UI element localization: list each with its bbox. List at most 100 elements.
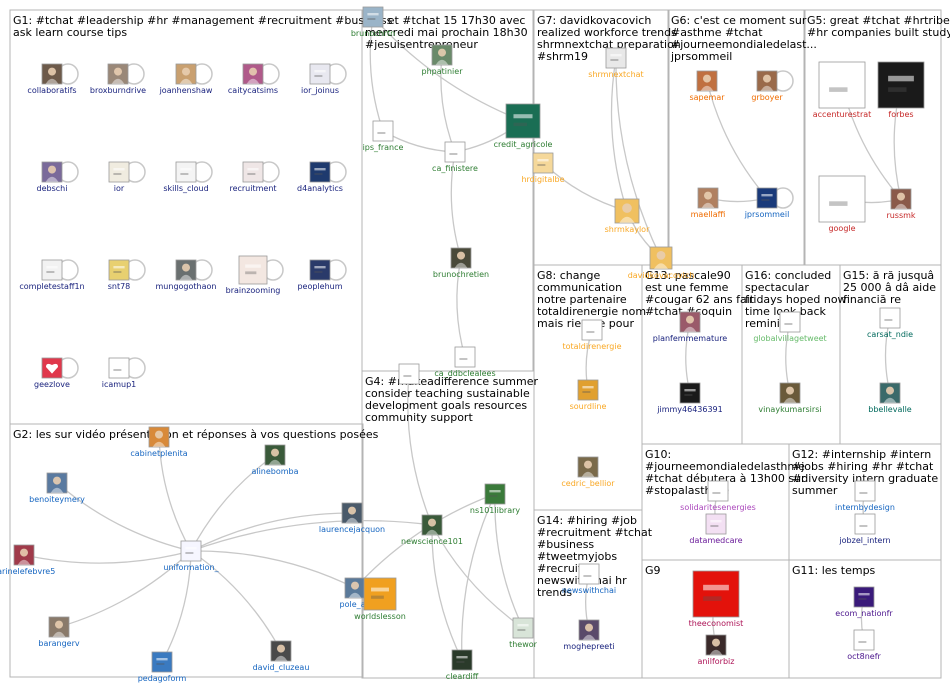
group-title-line: G6: c'est ce moment sur bbox=[671, 14, 807, 27]
node-theeconomist[interactable]: theeconomist bbox=[689, 570, 744, 628]
node-davidkovacovich[interactable]: davidkovacovich bbox=[628, 246, 695, 280]
node-datamedcare[interactable]: datamedcare bbox=[689, 513, 743, 545]
node-label: globalvillagetweet bbox=[753, 334, 826, 343]
node-ecom_nationfr[interactable]: ecom_nationfr bbox=[835, 586, 893, 618]
node-internbydesign[interactable]: internbydesign bbox=[835, 480, 895, 512]
node-skills_cloud[interactable]: skills_cloud bbox=[163, 161, 209, 193]
node-label: peoplehum bbox=[297, 282, 342, 291]
node-worldslesson[interactable]: worldslesson bbox=[354, 577, 406, 621]
node-bbellevalle[interactable]: bbellevalle bbox=[868, 382, 912, 414]
node-forbes[interactable]: forbes bbox=[877, 61, 925, 119]
edge-globalvillagetweet-vinaykumarsirsi bbox=[785, 321, 791, 394]
node-accenturestrat[interactable]: accenturestrat bbox=[813, 61, 872, 119]
edge-ca_finistere-brunochretien bbox=[450, 151, 462, 259]
node-label: davidkovacovich bbox=[628, 271, 695, 280]
node-ips_france[interactable]: ips_france bbox=[363, 120, 404, 152]
group-title-line: #tchat #coquin bbox=[645, 305, 732, 318]
node-label: d4analytics bbox=[297, 184, 343, 193]
node-label: newswithchai bbox=[562, 586, 616, 595]
node-icamup1[interactable]: icamup1 bbox=[102, 357, 137, 389]
group-title-line: notre partenaire bbox=[537, 293, 627, 306]
node-jobzel_intern[interactable]: jobzel_intern bbox=[838, 513, 891, 545]
node-moghepreeti[interactable]: moghepreeti bbox=[563, 619, 615, 651]
node-completestaff1n[interactable]: completestaff1n bbox=[19, 259, 85, 291]
node-label: debschi bbox=[37, 184, 68, 193]
node-pedagoform[interactable]: pedagoform bbox=[138, 651, 187, 683]
node-jimmy46436391[interactable]: jimmy46436391 bbox=[656, 382, 723, 414]
node-maellaffi[interactable]: maellaffi bbox=[691, 187, 726, 219]
node-credit_agricole[interactable]: credit_agricole bbox=[494, 103, 553, 149]
node-label: forbes bbox=[888, 110, 913, 119]
node-label: datamedcare bbox=[689, 536, 742, 545]
node-peoplehum[interactable]: peoplehum bbox=[297, 259, 343, 291]
group-title-line: jprsommeil bbox=[670, 50, 732, 63]
node-brunochretien[interactable]: brunochretien bbox=[433, 247, 489, 279]
node-cm_ddbclealees[interactable]: ca_ddbclealees bbox=[434, 346, 496, 378]
node-label: carinelefebvre5 bbox=[0, 567, 55, 576]
node-label: theeconomist bbox=[689, 619, 744, 628]
node-grboyer[interactable]: grboyer bbox=[751, 70, 783, 102]
node-laurencejacquon[interactable]: laurencejacquon bbox=[319, 502, 385, 534]
node-ns101library[interactable]: ns101library bbox=[470, 483, 521, 515]
edge-carinelefebvre5-uniformation_ bbox=[23, 550, 192, 564]
node-sourdline[interactable]: sourdline bbox=[570, 379, 607, 411]
node-uniformation_[interactable]: uniformation_ bbox=[163, 540, 220, 572]
node-planfemmemature[interactable]: planfemmemature bbox=[653, 311, 728, 343]
node-recruitment[interactable]: recruitment bbox=[229, 161, 277, 193]
person-avatar-icon bbox=[341, 502, 363, 524]
node-snt78[interactable]: snt78 bbox=[108, 259, 131, 291]
node-totaldirenergie[interactable]: totaldirenergie bbox=[563, 319, 622, 351]
node-ca_finistere[interactable]: ca_finistere bbox=[432, 141, 478, 173]
node-cabinetplenita[interactable]: cabinetplenita bbox=[130, 426, 188, 458]
node-globalvillagetweet[interactable]: globalvillagetweet bbox=[753, 311, 827, 343]
node-russmk[interactable]: russmk bbox=[886, 188, 916, 220]
node-solidaritesenergies[interactable]: solidaritesenergies bbox=[680, 480, 756, 512]
node-david_cluzeau[interactable]: david_cluzeau bbox=[253, 640, 310, 672]
group-box-g5 bbox=[803, 9, 942, 266]
node-shrmnextchat[interactable]: shrmnextchat bbox=[588, 47, 644, 79]
node-label: ips_france bbox=[363, 143, 404, 152]
node-cedric_bellior[interactable]: cedric_bellior bbox=[561, 456, 615, 488]
node-barangerv[interactable]: barangerv bbox=[38, 616, 80, 648]
node-sdg_logo[interactable] bbox=[398, 363, 420, 385]
node-google[interactable]: google bbox=[818, 175, 866, 233]
node-cleardiff[interactable]: cleardiff bbox=[446, 649, 479, 681]
node-newswithchai[interactable]: newswithchai bbox=[562, 563, 616, 595]
node-broxburndrive[interactable]: broxburndrive bbox=[90, 63, 146, 95]
node-geezlove[interactable]: geezlove bbox=[34, 357, 70, 389]
logo-icon bbox=[372, 120, 394, 142]
node-alinebomba[interactable]: alinebomba bbox=[251, 444, 299, 476]
node-joanhenshaw[interactable]: joanhenshaw bbox=[159, 63, 213, 95]
node-jprsommeil[interactable]: jprsommeil bbox=[744, 187, 790, 219]
node-anilforbiz[interactable]: anilforbiz bbox=[698, 634, 735, 666]
node-carsat_ndie[interactable]: carsat_ndie bbox=[867, 307, 913, 339]
edge-benoiteymery-uniformation_ bbox=[56, 482, 192, 552]
node-sapemar[interactable]: sapemar bbox=[689, 70, 725, 102]
node-brainzooming[interactable]: brainzooming bbox=[226, 255, 281, 295]
logo-icon bbox=[578, 563, 600, 585]
node-hrdigitalbe[interactable]: hrdigitalbe bbox=[521, 152, 565, 184]
person-avatar-icon bbox=[649, 246, 673, 270]
node-debschi[interactable]: debschi bbox=[37, 161, 68, 193]
node-benoiteymery[interactable]: benoiteymery bbox=[29, 472, 85, 504]
node-phpatinier[interactable]: phpatinier bbox=[422, 44, 464, 76]
logo-icon bbox=[242, 161, 264, 183]
node-carinelefebvre5[interactable]: carinelefebvre5 bbox=[0, 544, 55, 576]
node-label: geezlove bbox=[34, 380, 70, 389]
node-thewor[interactable]: thewor bbox=[509, 617, 538, 649]
group-title-line: ask learn course tips bbox=[13, 26, 127, 39]
node-collaboratifs[interactable]: collaboratifs bbox=[27, 63, 77, 95]
node-ior[interactable]: ior bbox=[108, 161, 130, 193]
node-vinaykumarsirsi[interactable]: vinaykumarsirsi bbox=[758, 382, 822, 414]
group-box-g2 bbox=[9, 423, 364, 678]
node-ior_joinus[interactable]: ior_joinus bbox=[301, 63, 339, 95]
node-newscience101[interactable]: newscience101 bbox=[401, 514, 463, 546]
node-shrmkaylor[interactable]: shrmkaylor bbox=[605, 198, 650, 234]
node-brunochrtn[interactable]: brunochrtn bbox=[351, 6, 395, 38]
node-caitycatsims[interactable]: caitycatsims bbox=[228, 63, 278, 95]
node-oct8nefr[interactable]: oct8nefr bbox=[847, 629, 882, 661]
node-pole_ae[interactable]: pole_ae bbox=[340, 577, 371, 609]
group-title-line: G9 bbox=[645, 564, 661, 577]
node-mungogothaon[interactable]: mungogothaon bbox=[156, 259, 217, 291]
node-d4analytics[interactable]: d4analytics bbox=[297, 161, 343, 193]
